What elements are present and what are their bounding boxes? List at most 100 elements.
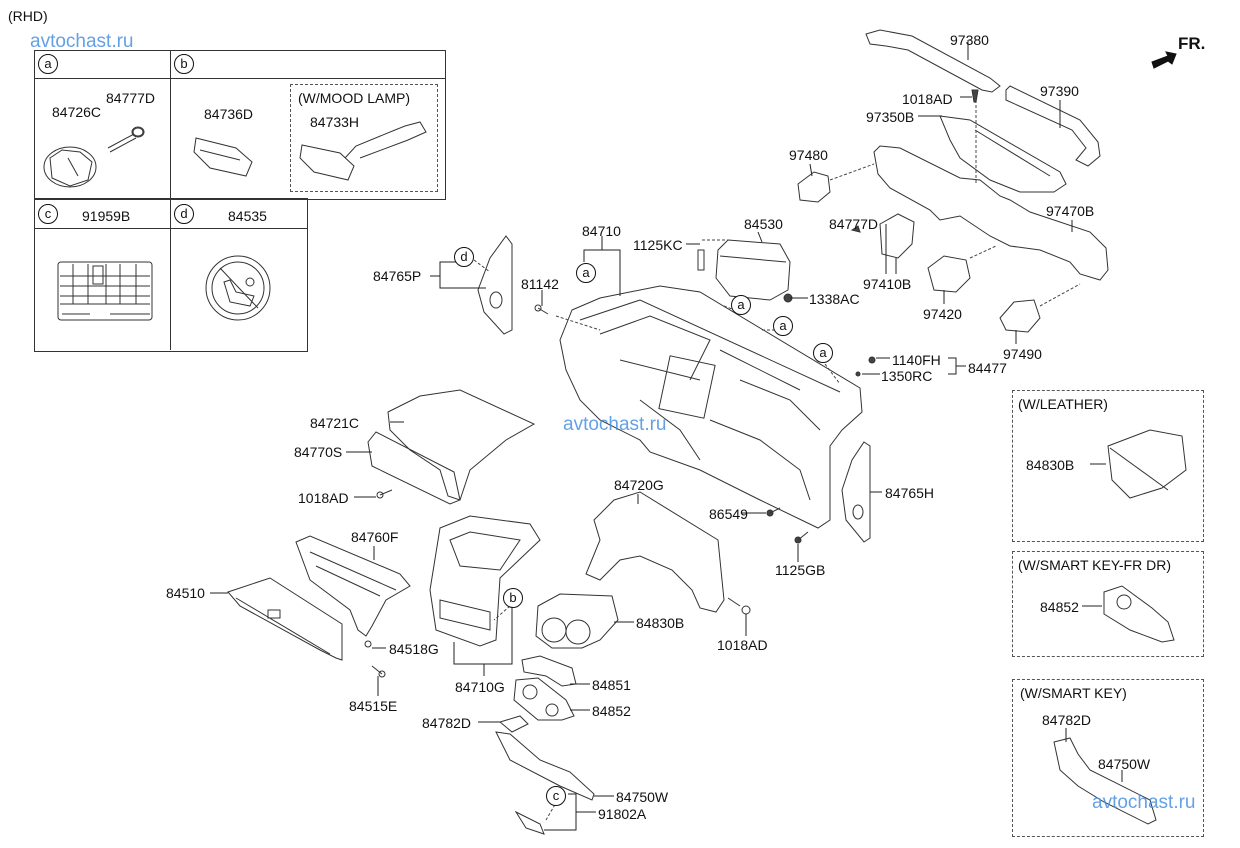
part-label-84750W[interactable]: 84750W xyxy=(616,789,669,805)
part-label-86549[interactable]: 86549 xyxy=(709,506,748,522)
part-label-84477[interactable]: 84477 xyxy=(968,360,1007,376)
part-label-1338AC[interactable]: 1338AC xyxy=(809,291,860,307)
part-label-97420[interactable]: 97420 xyxy=(923,306,962,322)
part-84851-drawing xyxy=(521,655,577,687)
legend-divider xyxy=(34,78,445,79)
legend-marker-c: c xyxy=(38,204,58,224)
legend-divider xyxy=(34,228,307,229)
legend-marker-b: b xyxy=(174,54,194,74)
part-84765H-drawing xyxy=(841,441,871,543)
part-label-84782D[interactable]: 84782D xyxy=(422,715,472,731)
part-91802A-drawing xyxy=(514,810,545,835)
part-label-1125GB[interactable]: 1125GB xyxy=(775,562,826,578)
part-label-84770S[interactable]: 84770S xyxy=(294,444,343,460)
callout-marker-a: a xyxy=(813,343,833,363)
callout-marker-c: c xyxy=(546,786,566,806)
part-label-84830B[interactable]: 84830B xyxy=(636,615,685,631)
legend-divider xyxy=(170,50,171,350)
part-label-84733H[interactable]: 84733H xyxy=(310,114,360,130)
part-84726C-drawing xyxy=(43,146,97,188)
part-label-84760F[interactable]: 84760F xyxy=(351,529,399,545)
part-84736D-drawing xyxy=(193,137,253,177)
option-box-leather xyxy=(1012,390,1204,542)
watermark: avtochast.ru xyxy=(563,414,667,435)
part-label-97480[interactable]: 97480 xyxy=(789,147,828,163)
part-label-84515E[interactable]: 84515E xyxy=(349,698,398,714)
part-84721C-drawing xyxy=(387,389,536,501)
option-84750W-drawing xyxy=(1053,737,1157,825)
part-84720G-drawing xyxy=(585,491,725,613)
part-label-84721C[interactable]: 84721C xyxy=(310,415,360,431)
part-label-97350B[interactable]: 97350B xyxy=(866,109,915,125)
part-97470B-drawing xyxy=(873,145,1109,281)
part-label-84777D-main[interactable]: 84777D xyxy=(829,216,879,232)
part-label-97410B[interactable]: 97410B xyxy=(863,276,912,292)
part-label-97490[interactable]: 97490 xyxy=(1003,346,1042,362)
part-label-1140FH[interactable]: 1140FH xyxy=(892,352,941,368)
part-label-84530[interactable]: 84530 xyxy=(744,216,783,232)
part-97350B-drawing xyxy=(939,115,1067,193)
part-label-84710[interactable]: 84710 xyxy=(582,223,621,239)
part-label-84777D[interactable]: 84777D xyxy=(106,90,156,106)
option-title-smart-key-fr-dr: (W/SMART KEY-FR DR) xyxy=(1018,557,1171,573)
part-label-84518G[interactable]: 84518G xyxy=(389,641,439,657)
legend-marker-d: d xyxy=(174,204,194,224)
legend-marker-a: a xyxy=(38,54,58,74)
part-84760F-drawing xyxy=(295,535,411,637)
callout-marker-b: b xyxy=(503,588,523,608)
part-label-1018AD-top[interactable]: 1018AD xyxy=(902,91,953,107)
part-label-84852[interactable]: 84852 xyxy=(592,703,631,719)
legend-frame-ab xyxy=(34,50,446,200)
part-label-84851[interactable]: 84851 xyxy=(592,677,631,693)
part-label-97470B[interactable]: 97470B xyxy=(1046,203,1095,219)
part-label-1350RC[interactable]: 1350RC xyxy=(881,368,933,384)
part-97410B-drawing xyxy=(879,213,915,259)
part-label-84710G[interactable]: 84710G xyxy=(455,679,505,695)
part-label-84782D-smart-key[interactable]: 84782D xyxy=(1042,712,1092,728)
watermark: avtochast.ru xyxy=(1092,792,1196,813)
variant-label: (RHD) xyxy=(8,8,48,24)
option-box-smart-key xyxy=(1012,679,1204,837)
part-84750W-drawing xyxy=(495,731,595,801)
part-label-97380[interactable]: 97380 xyxy=(950,32,989,48)
part-label-97390[interactable]: 97390 xyxy=(1040,83,1079,99)
part-label-84535[interactable]: 84535 xyxy=(228,208,267,224)
part-label-91802A[interactable]: 91802A xyxy=(598,806,647,822)
part-91959B-drawing xyxy=(57,261,153,321)
option-title-smart-key: (W/SMART KEY) xyxy=(1020,685,1127,701)
part-label-84765P[interactable]: 84765P xyxy=(373,268,422,284)
part-97390-drawing xyxy=(1005,85,1101,167)
part-84535-drawing xyxy=(205,255,271,321)
part-84852-drawing xyxy=(513,677,575,721)
part-84710G-drawing xyxy=(429,515,541,647)
part-97490-drawing xyxy=(999,299,1041,333)
part-97380-drawing xyxy=(865,29,1001,93)
part-84830B-drawing xyxy=(535,593,619,649)
part-84510-drawing xyxy=(227,577,343,661)
part-label-84720G[interactable]: 84720G xyxy=(614,477,664,493)
option-title-leather: (W/LEATHER) xyxy=(1018,396,1108,412)
part-label-81142[interactable]: 81142 xyxy=(521,276,559,292)
part-label-84510[interactable]: 84510 xyxy=(166,585,205,601)
part-label-1125KC[interactable]: 1125KC xyxy=(633,237,683,253)
mood-lamp-option-frame xyxy=(290,84,438,192)
part-label-84765H[interactable]: 84765H xyxy=(885,485,935,501)
part-label-84736D[interactable]: 84736D xyxy=(204,106,254,122)
part-label-84750W-smart-key[interactable]: 84750W xyxy=(1098,756,1151,772)
part-label-91959B[interactable]: 91959B xyxy=(82,208,131,224)
part-label-84830B-leather[interactable]: 84830B xyxy=(1026,457,1075,473)
part-label-84726C[interactable]: 84726C xyxy=(52,104,102,120)
leader-lines xyxy=(210,40,1123,831)
callout-marker-a: a xyxy=(731,295,751,315)
fastener-drawings xyxy=(132,89,979,678)
part-label-84852-smart-key[interactable]: 84852 xyxy=(1040,599,1079,615)
option-box-smart-key-fr-dr xyxy=(1012,551,1204,657)
part-84770S-drawing xyxy=(367,431,461,505)
part-label-1018AD-bottom[interactable]: 1018AD xyxy=(717,637,768,653)
part-84765P-drawing xyxy=(477,235,513,335)
part-label-1018AD-left[interactable]: 1018AD xyxy=(298,490,349,506)
part-84782D-drawing xyxy=(498,715,529,733)
watermark: avtochast.ru xyxy=(30,31,134,52)
legend-frame-cd xyxy=(34,198,308,352)
